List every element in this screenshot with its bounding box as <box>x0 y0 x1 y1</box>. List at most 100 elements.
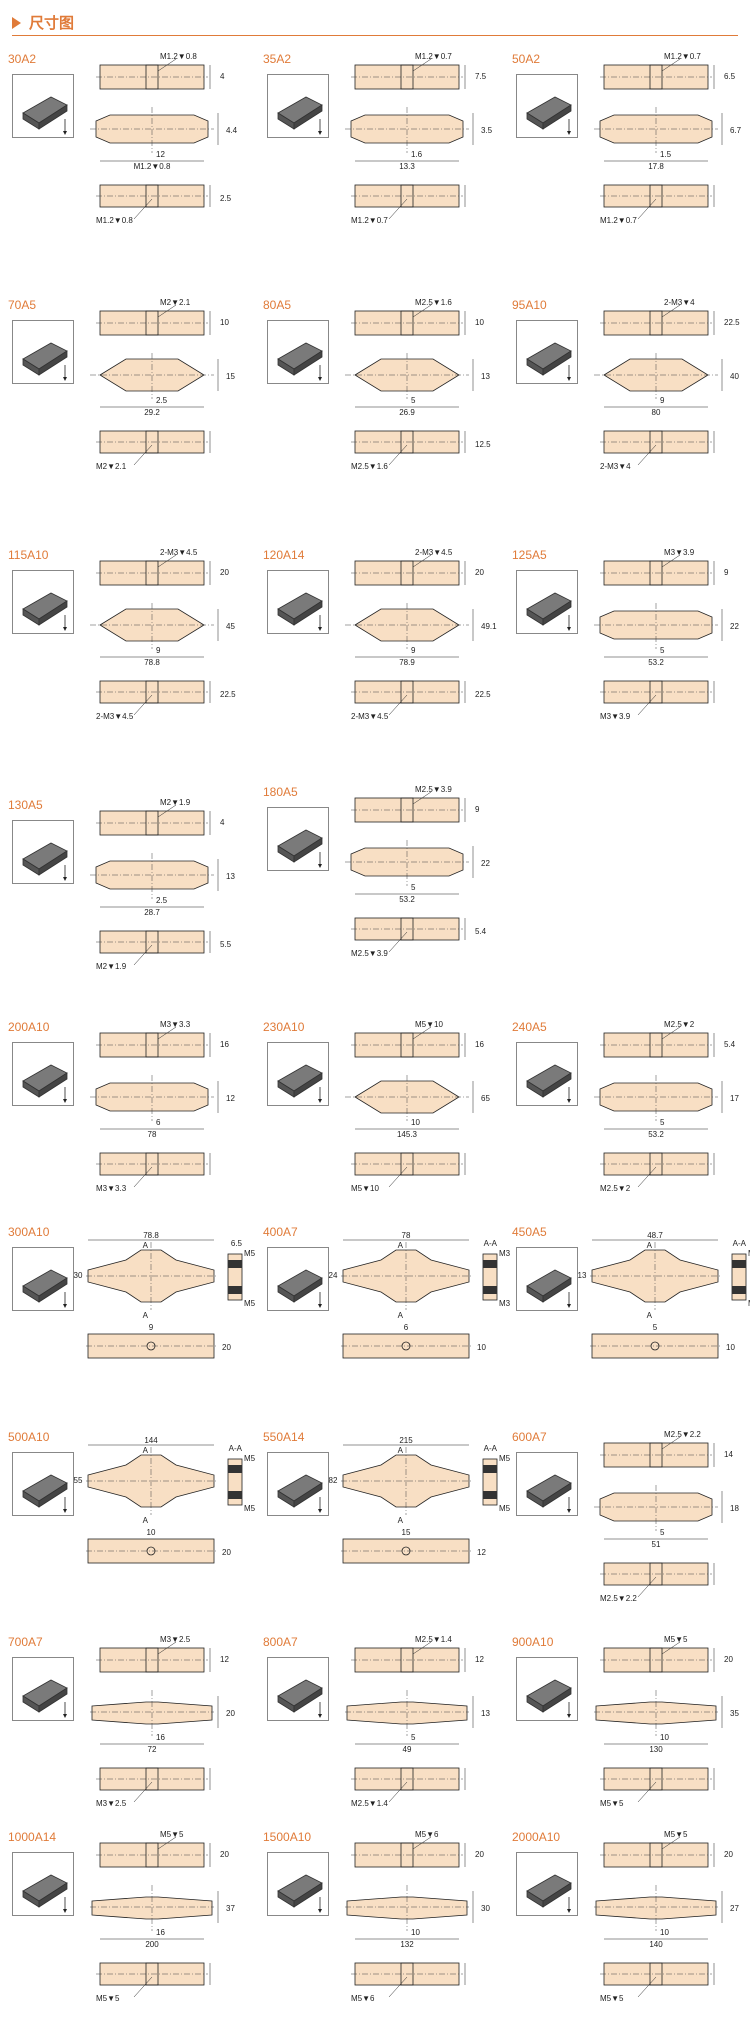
dimension-label: M1.2▼0.8 <box>134 162 171 171</box>
section-title: A-A <box>229 1444 243 1453</box>
model-name: 180A5 <box>263 785 298 799</box>
product-icon <box>526 96 572 135</box>
thread-label: M5 <box>244 1454 256 1463</box>
product-thumbnail <box>516 1852 578 1916</box>
product-icon <box>22 1269 68 1308</box>
thread-label: 2-M3▼4 <box>664 298 695 307</box>
section-label: A <box>398 1241 404 1250</box>
product-thumbnail <box>267 1247 329 1311</box>
model-name: 2000A10 <box>512 1830 561 1844</box>
dimension-label: 10 <box>660 1733 669 1742</box>
product-thumbnail <box>267 1452 329 1516</box>
dimension-label: 12 <box>477 1548 486 1557</box>
dimension-label: 5.4 <box>724 1040 736 1049</box>
dimension-label: 10 <box>220 318 229 327</box>
dimension-label: 215 <box>399 1436 413 1445</box>
model-name: 450A5 <box>512 1225 547 1239</box>
thread-label: 2-M3▼4.5 <box>96 712 134 721</box>
dimension-label: 20 <box>724 1655 733 1664</box>
thread-label: 2-M3▼4.5 <box>160 548 198 557</box>
product-icon <box>277 1064 323 1103</box>
product-thumbnail <box>267 1657 329 1721</box>
dimension-label: 12 <box>220 1655 229 1664</box>
product-icon <box>22 1679 68 1718</box>
dimension-label: 78 <box>402 1231 411 1240</box>
thread-label: 2-M3▼4 <box>600 462 631 471</box>
product-icon <box>277 1474 323 1513</box>
dimension-label: 22.5 <box>724 318 740 327</box>
thread-label: M2.5▼3.9 <box>415 785 452 794</box>
thread-label: M2.5▼1.6 <box>415 298 452 307</box>
thread-label: M5▼5 <box>600 1994 624 2003</box>
product-thumbnail <box>12 1247 74 1311</box>
product-icon <box>526 342 572 381</box>
dimension-label: 29.2 <box>144 408 160 417</box>
dimension-label: 49.1 <box>481 622 497 631</box>
model-name: 70A5 <box>8 298 37 312</box>
dimension-label: 82 <box>329 1476 338 1485</box>
model-name: 240A5 <box>512 1020 547 1034</box>
product-icon <box>277 1679 323 1718</box>
model-name: 300A10 <box>8 1225 50 1239</box>
thread-label: M5▼5 <box>160 1830 184 1839</box>
dimension-label: 13 <box>226 872 235 881</box>
part-outline <box>87 1538 215 1564</box>
dimension-label: 200 <box>145 1940 159 1949</box>
dimension-label: 9 <box>475 805 480 814</box>
dimension-label: 130 <box>649 1745 663 1754</box>
model-name: 30A2 <box>8 52 37 66</box>
dimension-label: 10 <box>147 1528 156 1537</box>
dimension-label: 3.5 <box>481 126 493 135</box>
dimension-label: 9 <box>660 396 665 405</box>
model-name: 1000A14 <box>8 1830 57 1844</box>
dimension-label: 4 <box>220 72 225 81</box>
product-icon <box>22 342 68 381</box>
dimension-label: 80 <box>652 408 661 417</box>
dimension-label: 6.7 <box>730 126 742 135</box>
thread-label: M1.2▼0.7 <box>664 52 701 61</box>
dimension-label: 22 <box>481 859 490 868</box>
thread-label: M5▼6 <box>415 1830 439 1839</box>
product-icon <box>526 1064 572 1103</box>
product-thumbnail <box>516 320 578 384</box>
dimension-label: 78.8 <box>144 658 160 667</box>
product-thumbnail <box>267 807 329 871</box>
dimension-label: 45 <box>226 622 235 631</box>
dimension-label: 5 <box>411 1733 416 1742</box>
dimension-label: 35 <box>730 1709 739 1718</box>
dimension-label: 10 <box>411 1928 420 1937</box>
product-thumbnail <box>12 1852 74 1916</box>
dimension-label: 51 <box>652 1540 661 1549</box>
model-name: 35A2 <box>263 52 292 66</box>
dimension-label: 5.5 <box>220 940 232 949</box>
dimension-label: 9 <box>411 646 416 655</box>
product-thumbnail <box>12 1657 74 1721</box>
model-name: 400A7 <box>263 1225 298 1239</box>
dimension-label: 5 <box>411 883 416 892</box>
dimension-label: 16 <box>156 1928 165 1937</box>
model-name: 600A7 <box>512 1430 547 1444</box>
product-thumbnail <box>516 74 578 138</box>
section-label: A <box>143 1311 149 1320</box>
dimension-label: 22.5 <box>220 690 236 699</box>
thread-label: M2.5▼2 <box>600 1184 631 1193</box>
dimension-label: 6 <box>156 1118 161 1127</box>
dimension-label: 10 <box>411 1118 420 1127</box>
product-thumbnail <box>516 570 578 634</box>
part-outline <box>87 1333 215 1359</box>
thread-label: M2▼1.9 <box>96 962 127 971</box>
product-thumbnail <box>267 320 329 384</box>
thread-label: M2.5▼1.6 <box>351 462 388 471</box>
